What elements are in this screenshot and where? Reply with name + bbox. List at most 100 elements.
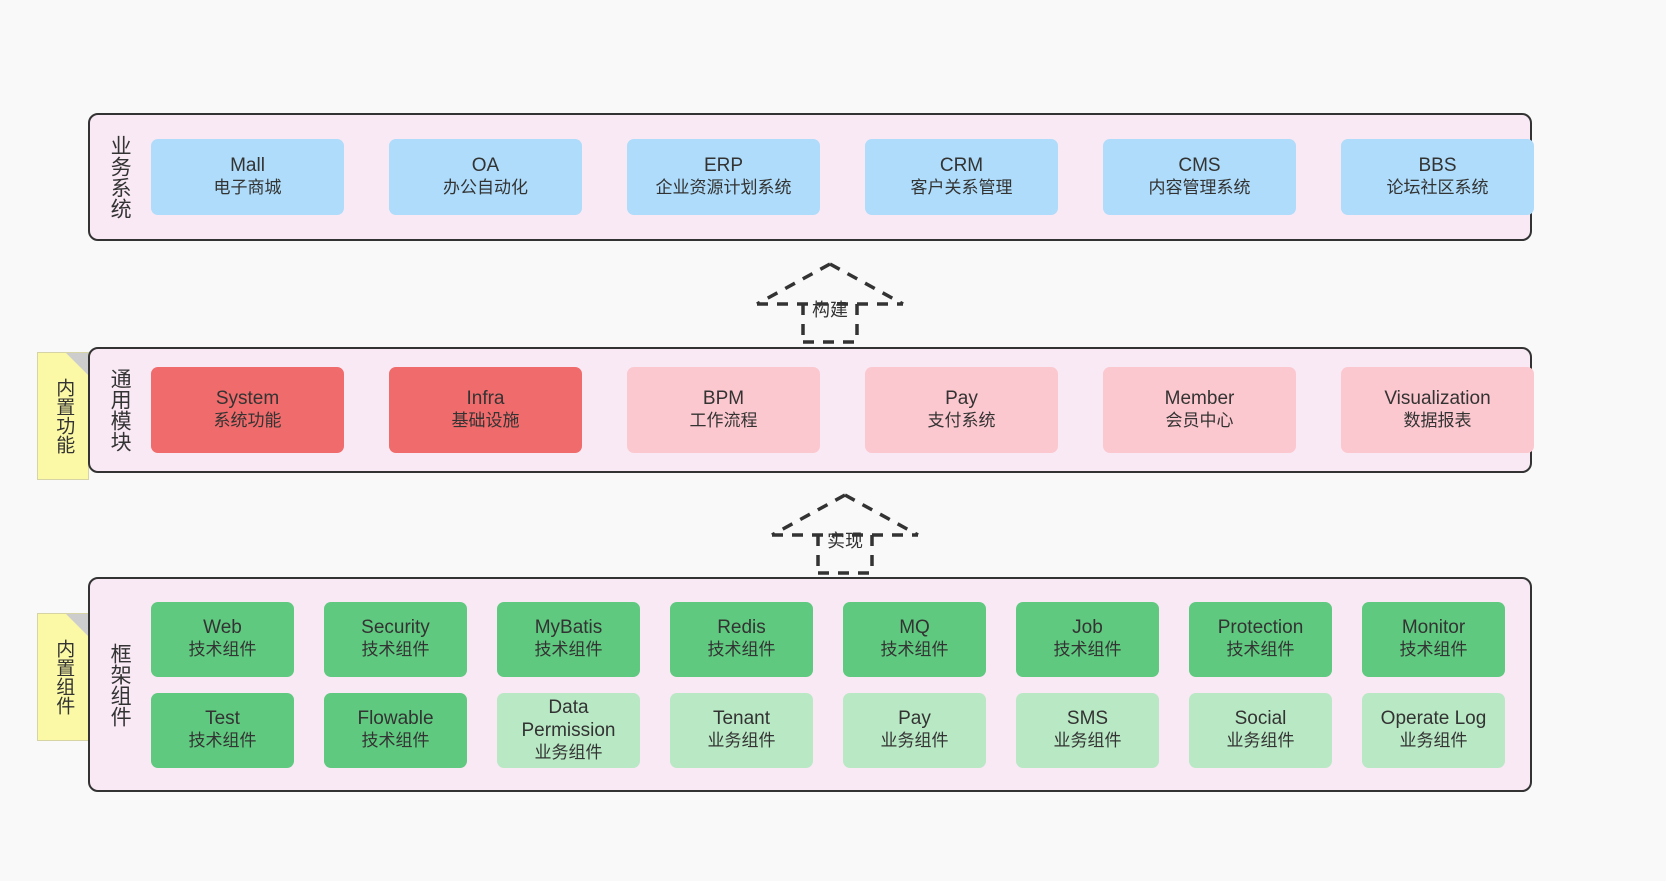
node-operate-log-cn: 业务组件 — [1399, 731, 1468, 751]
node-oa-cn: 办公自动化 — [443, 178, 528, 198]
node-mall-cn: 电子商城 — [213, 178, 282, 198]
node-job-en: Job — [1072, 617, 1103, 639]
node-sms[interactable]: SMS 业务组件 — [1016, 692, 1159, 768]
node-mq[interactable]: MQ 技术组件 — [843, 601, 986, 677]
note-fold-corner-icon — [66, 614, 88, 636]
node-member[interactable]: Member 会员中心 — [1103, 367, 1296, 453]
node-data-permission[interactable]: Data Permission 业务组件 — [497, 692, 640, 768]
node-crm-en: CRM — [939, 155, 984, 177]
node-redis[interactable]: Redis 技术组件 — [670, 601, 813, 677]
node-protection-cn: 技术组件 — [1226, 640, 1295, 660]
node-redis-cn: 技术组件 — [707, 640, 776, 660]
node-flowable-en: Flowable — [357, 708, 434, 730]
node-bpm-en: BPM — [702, 388, 745, 410]
node-oa[interactable]: OA 办公自动化 — [389, 139, 582, 215]
node-operate-log-en: Operate Log — [1380, 708, 1487, 730]
node-mybatis-en: MyBatis — [534, 617, 603, 639]
node-pay-module[interactable]: Pay 支付系统 — [865, 367, 1058, 453]
node-bpm[interactable]: BPM 工作流程 — [627, 367, 820, 453]
node-sms-cn: 业务组件 — [1053, 731, 1122, 751]
node-crm-cn: 客户关系管理 — [910, 178, 1013, 198]
node-protection-en: Protection — [1217, 617, 1304, 639]
node-pay-module-cn: 支付系统 — [927, 411, 996, 431]
node-bbs[interactable]: BBS 论坛社区系统 — [1341, 139, 1534, 215]
node-data-permission-en: Data Permission — [521, 697, 616, 741]
layer-business-system-title: 业务系统 — [108, 135, 132, 219]
node-cms-cn: 内容管理系统 — [1148, 178, 1251, 198]
node-system[interactable]: System 系统功能 — [151, 367, 344, 453]
node-social-en: Social — [1234, 708, 1287, 730]
connector-build-label: 构建 — [812, 300, 848, 320]
node-mq-cn: 技术组件 — [880, 640, 949, 660]
node-cms-en: CMS — [1178, 155, 1221, 177]
node-mall-en: Mall — [230, 155, 265, 177]
node-pay-component[interactable]: Pay 业务组件 — [843, 692, 986, 768]
node-visualization-cn: 数据报表 — [1403, 411, 1472, 431]
layer-business-system-body: Mall 电子商城 OA 办公自动化 ERP 企业资源计划系统 CRM 客户关系… — [142, 115, 1534, 239]
layer-business-system: 业务系统 Mall 电子商城 OA 办公自动化 ERP 企业资源计划系统 CRM — [88, 113, 1534, 241]
node-social-cn: 业务组件 — [1226, 731, 1295, 751]
node-security[interactable]: Security 技术组件 — [324, 601, 467, 677]
node-visualization[interactable]: Visualization 数据报表 — [1341, 367, 1534, 453]
note-fold-corner-icon — [66, 353, 88, 375]
node-web-cn: 技术组件 — [188, 640, 257, 660]
node-security-en: Security — [361, 617, 430, 639]
note-builtin-component-label: 内置组件 — [53, 639, 75, 715]
node-operate-log[interactable]: Operate Log 业务组件 — [1362, 692, 1505, 768]
node-erp[interactable]: ERP 企业资源计划系统 — [627, 139, 820, 215]
connector-build-shape — [756, 262, 904, 344]
connector-implement: 实现 — [750, 489, 940, 575]
node-flowable[interactable]: Flowable 技术组件 — [324, 692, 467, 768]
node-pay-component-cn: 业务组件 — [880, 731, 949, 751]
layer-framework-components-body: Web 技术组件 Security 技术组件 MyBatis 技术组件 Redi… — [142, 579, 1530, 790]
layer-common-modules-title: 通用模块 — [108, 368, 132, 452]
business-node-row: Mall 电子商城 OA 办公自动化 ERP 企业资源计划系统 CRM 客户关系… — [142, 139, 1534, 215]
note-builtin-function: 内置功能 — [37, 352, 89, 480]
node-mall[interactable]: Mall 电子商城 — [151, 139, 344, 215]
node-web[interactable]: Web 技术组件 — [151, 601, 294, 677]
node-job-cn: 技术组件 — [1053, 640, 1122, 660]
node-monitor[interactable]: Monitor 技术组件 — [1362, 601, 1505, 677]
node-monitor-en: Monitor — [1401, 617, 1466, 639]
node-tenant[interactable]: Tenant 业务组件 — [670, 692, 813, 768]
node-crm[interactable]: CRM 客户关系管理 — [865, 139, 1058, 215]
node-bpm-cn: 工作流程 — [689, 411, 758, 431]
node-member-en: Member — [1164, 388, 1235, 410]
connector-build: 构建 — [735, 258, 925, 344]
node-tenant-en: Tenant — [712, 708, 771, 730]
node-flowable-cn: 技术组件 — [361, 731, 430, 751]
node-erp-cn: 企业资源计划系统 — [655, 178, 792, 198]
node-bbs-en: BBS — [1418, 155, 1457, 177]
node-system-en: System — [215, 388, 280, 410]
node-infra[interactable]: Infra 基础设施 — [389, 367, 582, 453]
node-mq-en: MQ — [899, 617, 930, 639]
connector-implement-label: 实现 — [827, 531, 863, 551]
node-mybatis-cn: 技术组件 — [534, 640, 603, 660]
connector-implement-shape — [771, 493, 919, 575]
node-security-cn: 技术组件 — [361, 640, 430, 660]
node-sms-en: SMS — [1066, 708, 1109, 730]
node-web-en: Web — [203, 617, 242, 639]
note-builtin-function-label: 内置功能 — [53, 378, 75, 454]
node-visualization-en: Visualization — [1384, 388, 1491, 410]
module-node-row: System 系统功能 Infra 基础设施 BPM 工作流程 Pay 支付系统… — [142, 367, 1534, 453]
note-builtin-component: 内置组件 — [37, 613, 89, 741]
node-oa-en: OA — [471, 155, 500, 177]
node-job[interactable]: Job 技术组件 — [1016, 601, 1159, 677]
layer-framework-components-title: 框架组件 — [108, 642, 132, 727]
node-system-cn: 系统功能 — [213, 411, 282, 431]
framework-row-1: Web 技术组件 Security 技术组件 MyBatis 技术组件 Redi… — [151, 601, 1505, 677]
node-bbs-cn: 论坛社区系统 — [1386, 178, 1489, 198]
node-test-en: Test — [205, 708, 240, 730]
node-mybatis[interactable]: MyBatis 技术组件 — [497, 601, 640, 677]
node-redis-en: Redis — [717, 617, 766, 639]
layer-framework-components: 框架组件 Web 技术组件 Security 技术组件 MyBatis 技术组件… — [88, 577, 1532, 792]
node-cms[interactable]: CMS 内容管理系统 — [1103, 139, 1296, 215]
node-monitor-cn: 技术组件 — [1399, 640, 1468, 660]
node-test[interactable]: Test 技术组件 — [151, 692, 294, 768]
node-test-cn: 技术组件 — [188, 731, 257, 751]
node-infra-cn: 基础设施 — [451, 411, 520, 431]
node-protection[interactable]: Protection 技术组件 — [1189, 601, 1332, 677]
node-social[interactable]: Social 业务组件 — [1189, 692, 1332, 768]
